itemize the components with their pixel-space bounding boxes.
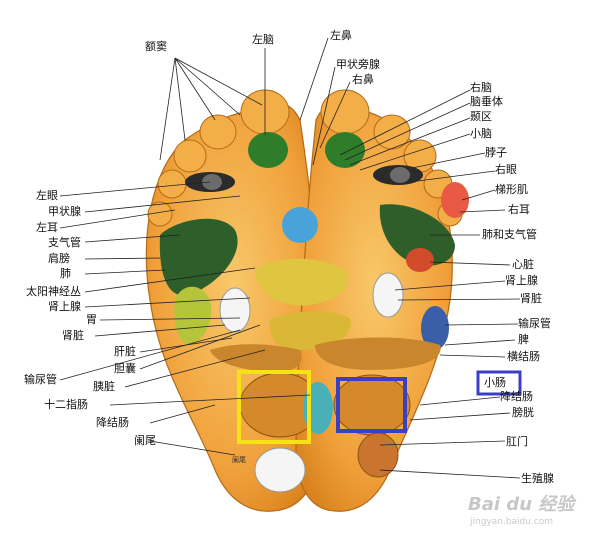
label-neck: 脖子 — [485, 146, 507, 159]
label-lung-bronchus: 肺和支气管 — [482, 228, 537, 241]
label-reproductive: 生殖腺 — [521, 472, 554, 485]
label-lung: 肺 — [60, 267, 71, 280]
label-heart: 心脏 — [512, 258, 534, 271]
label-descending-colon-right: 降结肠 — [500, 390, 533, 403]
label-pancreas: 胰脏 — [93, 380, 115, 393]
label-right-kidney: 肾脏 — [520, 292, 542, 305]
label-bronchus: 支气管 — [48, 236, 81, 249]
watermark: Bai du 经验 jingyan.baidu.com — [468, 494, 577, 527]
label-bladder: 膀胱 — [512, 406, 534, 419]
label-anus: 肛门 — [506, 435, 528, 448]
svg-text:阑尾: 阑尾 — [232, 455, 246, 464]
label-forehead-sinus: 额窦 — [145, 40, 167, 53]
watermark-text: Bai du 经验 — [468, 494, 577, 515]
label-stomach: 胃 — [86, 313, 97, 326]
label-left-brain: 左脑 — [252, 33, 274, 46]
label-cerebellum: 小脑 — [470, 127, 492, 140]
label-right-brain: 右脑 — [470, 81, 492, 94]
label-right-nose: 右鼻 — [352, 73, 374, 86]
label-pituitary: 脑垂体 — [470, 95, 503, 108]
label-left-adrenal: 肾上腺 — [48, 300, 81, 313]
label-right-adrenal: 肾上腺 — [505, 274, 538, 287]
label-gallbladder: 胆囊 — [114, 362, 136, 375]
label-right-ear: 右耳 — [508, 203, 530, 216]
label-thyroid: 甲状腺 — [48, 205, 81, 218]
label-left-ear: 左耳 — [36, 221, 58, 234]
label-spleen: 脾 — [518, 333, 529, 346]
label-shoulder: 肩膀 — [48, 252, 70, 265]
label-right-ureter: 输尿管 — [518, 317, 551, 330]
label-liver: 肝脏 — [114, 345, 136, 358]
label-left-kidney: 肾脏 — [62, 329, 84, 342]
label-small-intestine: 小肠 — [484, 376, 506, 389]
label-temple: 颞区 — [470, 110, 492, 123]
label-parathyroid: 甲状旁腺 — [336, 58, 380, 71]
label-transverse-colon: 横结肠 — [507, 350, 540, 363]
label-right-eye: 右眼 — [495, 163, 517, 176]
label-left-ureter: 输尿管 — [24, 373, 57, 386]
label-trapezius: 梯形肌 — [495, 183, 528, 196]
label-duodenum: 十二指肠 — [44, 398, 88, 411]
label-descending-colon-left: 降结肠 — [96, 416, 129, 429]
label-solar-plexus: 太阳神经丛 — [26, 285, 81, 298]
label-appendix: 阑尾 — [134, 434, 156, 447]
label-left-nose: 左鼻 — [330, 29, 352, 42]
label-left-eye: 左眼 — [36, 189, 58, 202]
watermark-url: jingyan.baidu.com — [469, 517, 553, 527]
